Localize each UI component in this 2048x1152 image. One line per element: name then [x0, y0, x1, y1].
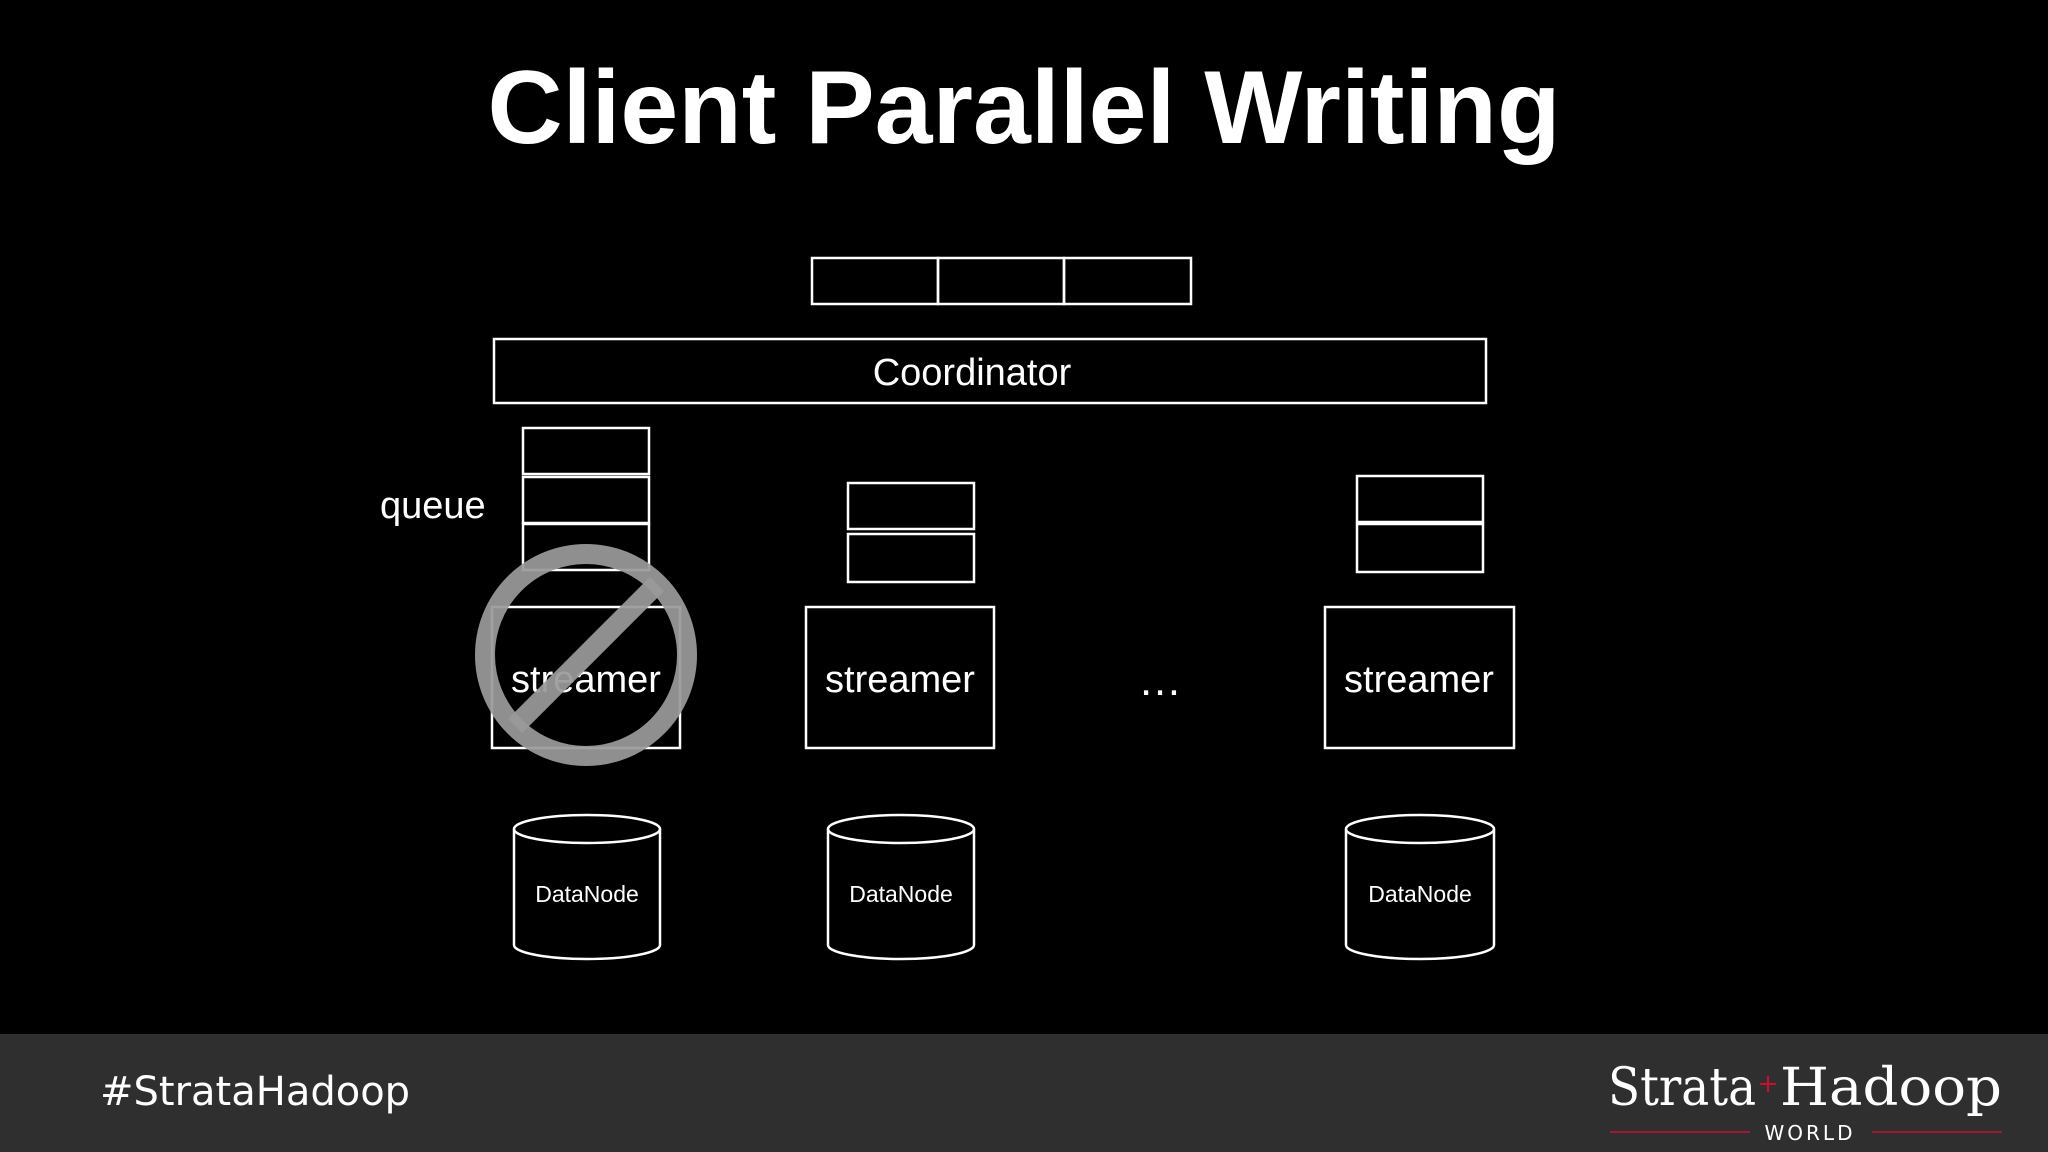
datanode-label-1: DataNode: [535, 881, 639, 907]
streamer-queue-1: [521, 426, 651, 572]
logo-plus: +: [1757, 1069, 1779, 1099]
ellipsis: …: [1138, 656, 1182, 705]
queue-cell: [521, 522, 651, 572]
parallel-writing-diagram: Coordinator queue streamer streamer stre…: [380, 256, 1516, 961]
prohibited-icon: [475, 544, 697, 766]
queue-cell: [1355, 522, 1485, 574]
datanode-cylinder-3: [1344, 813, 1496, 961]
logo-strata: Strata: [1608, 1058, 1756, 1118]
datanode-label-2: DataNode: [849, 881, 953, 907]
datanode-label-3: DataNode: [1368, 881, 1472, 907]
queue-cell: [521, 475, 651, 525]
datanode-cylinder-2: [826, 813, 976, 961]
streamer-box-2: [804, 605, 996, 750]
coordinator-box: [492, 337, 1488, 405]
logo-world: WORLD: [1765, 1121, 1856, 1145]
queue-cell: [521, 426, 651, 476]
streamer-box-3: [1323, 605, 1516, 750]
streamer-label-2: streamer: [825, 659, 975, 701]
datanode-cylinder-1: [512, 813, 662, 961]
coordinator-label: Coordinator: [873, 352, 1072, 394]
streamer-label-3: streamer: [1344, 659, 1494, 701]
streamer-queue-2: [846, 481, 976, 584]
streamer-queue-3: [1355, 474, 1485, 574]
logo-hadoop: Hadoop: [1780, 1058, 2002, 1118]
buffer-cell: [1062, 256, 1193, 306]
queue-cell: [1355, 474, 1485, 524]
footer-bar: #StrataHadoop Strata + Hadoop WORLD: [0, 1034, 2048, 1152]
queue-cell: [846, 532, 976, 584]
coordinator-buffer: [810, 256, 1193, 306]
slide-title: Client Parallel Writing: [487, 50, 1561, 166]
buffer-cell: [936, 256, 1066, 306]
buffer-cell: [810, 256, 940, 306]
queue-cell: [846, 481, 976, 531]
queue-label: queue: [380, 485, 486, 527]
hashtag: #StrataHadoop: [100, 1069, 411, 1115]
strata-hadoop-world-logo: Strata + Hadoop WORLD: [1608, 1058, 2002, 1145]
